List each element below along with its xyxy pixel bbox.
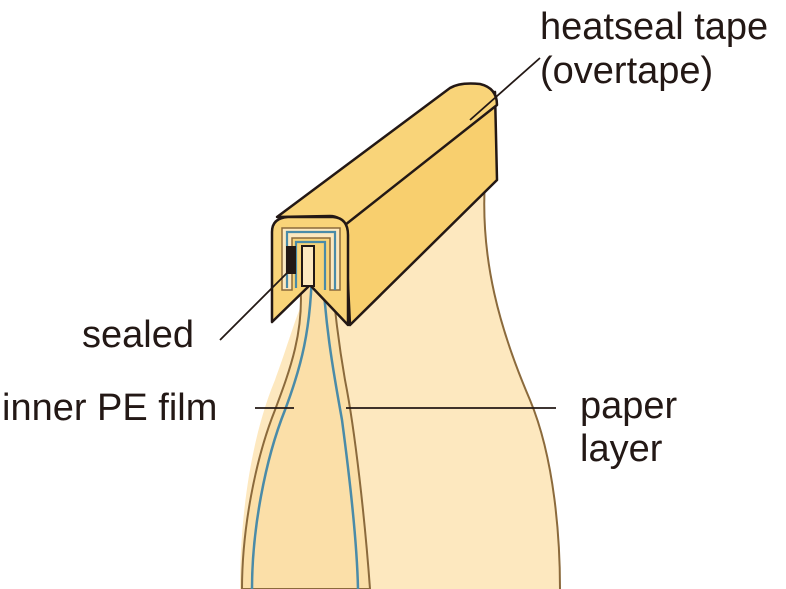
front-paper-wall — [240, 279, 372, 589]
label-sealed: sealed — [82, 314, 194, 356]
inner-fold-box — [301, 245, 315, 287]
label-paper: paper — [580, 385, 678, 427]
label-inner-pe-film: inner PE film — [2, 387, 218, 429]
leader-heatseal — [469, 57, 541, 121]
back-paper-edge — [483, 179, 561, 589]
label-heatseal-tape: heatseal tape — [540, 6, 769, 48]
label-overtape: (overtape) — [540, 50, 714, 92]
leader-sealed — [219, 267, 293, 341]
label-layer: layer — [580, 428, 663, 470]
inner-pe-film-left — [250, 259, 314, 589]
sealed-area — [286, 246, 296, 274]
inner-pe-film-right — [320, 259, 360, 589]
